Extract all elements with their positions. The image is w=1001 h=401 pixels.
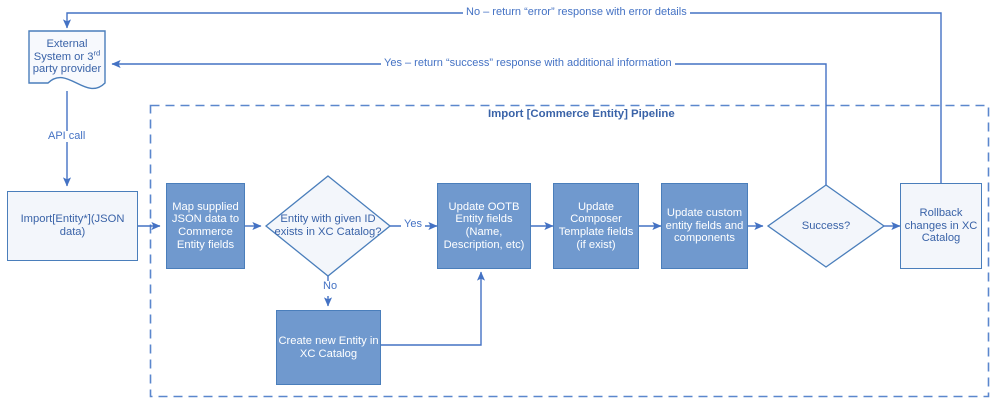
edge-label-no: No [320,281,341,292]
node-update-ootb-fields[interactable]: Update OOTB Entity fields (Name, Descrip… [437,183,531,269]
edge-label-api-call: API call [45,131,89,142]
rollback-label: Rollback changes in XC Catalog [904,207,978,245]
external-system-shape [28,30,106,90]
external-system-line2: System or 3 [33,50,94,63]
create-new-entity-label: Create new Entity in XC Catalog [278,334,379,360]
pipeline-group-box [149,104,990,398]
node-update-custom-fields[interactable]: Update custom entity fields and componen… [661,183,748,269]
node-rollback-changes[interactable]: Rollback changes in XC Catalog [900,183,982,269]
update-custom-label: Update custom entity fields and componen… [665,207,744,245]
edge-label-yes: Yes [401,219,425,230]
external-system-line3: party provider [32,63,102,76]
success-diamond-shape [766,184,886,268]
node-import-entity[interactable]: Import[Entity*](JSON data) [7,191,138,261]
import-entity-label: Import[Entity*](JSON data) [20,213,125,238]
node-update-composer-template[interactable]: Update Composer Template fields (if exis… [553,183,639,269]
map-supplied-label: Map supplied JSON data to Commerce Entit… [171,200,240,251]
update-composer-label: Update Composer Template fields (if exis… [558,200,634,251]
pipeline-group-title: Import [Commerce Entity] Pipeline [484,108,679,120]
external-system-line1: External [46,38,88,51]
node-create-new-entity[interactable]: Create new Entity in XC Catalog [276,310,381,385]
update-ootb-label: Update OOTB Entity fields (Name, Descrip… [443,200,525,251]
edge-create-to-update-ootb [381,271,486,346]
node-external-system[interactable]: External System or 3rd party provider [29,31,105,83]
edge-yes-success-return [111,59,827,185]
node-map-supplied-json[interactable]: Map supplied JSON data to Commerce Entit… [166,183,245,269]
entity-exists-diamond-shape [264,175,392,277]
edge-no-error-return [62,12,942,183]
edge-label-no-error-return: No – return “error” response with error … [463,7,690,18]
external-system-ordinal-suffix: rd [93,47,101,57]
edge-label-yes-success-return: Yes – return “success” response with add… [381,58,675,69]
